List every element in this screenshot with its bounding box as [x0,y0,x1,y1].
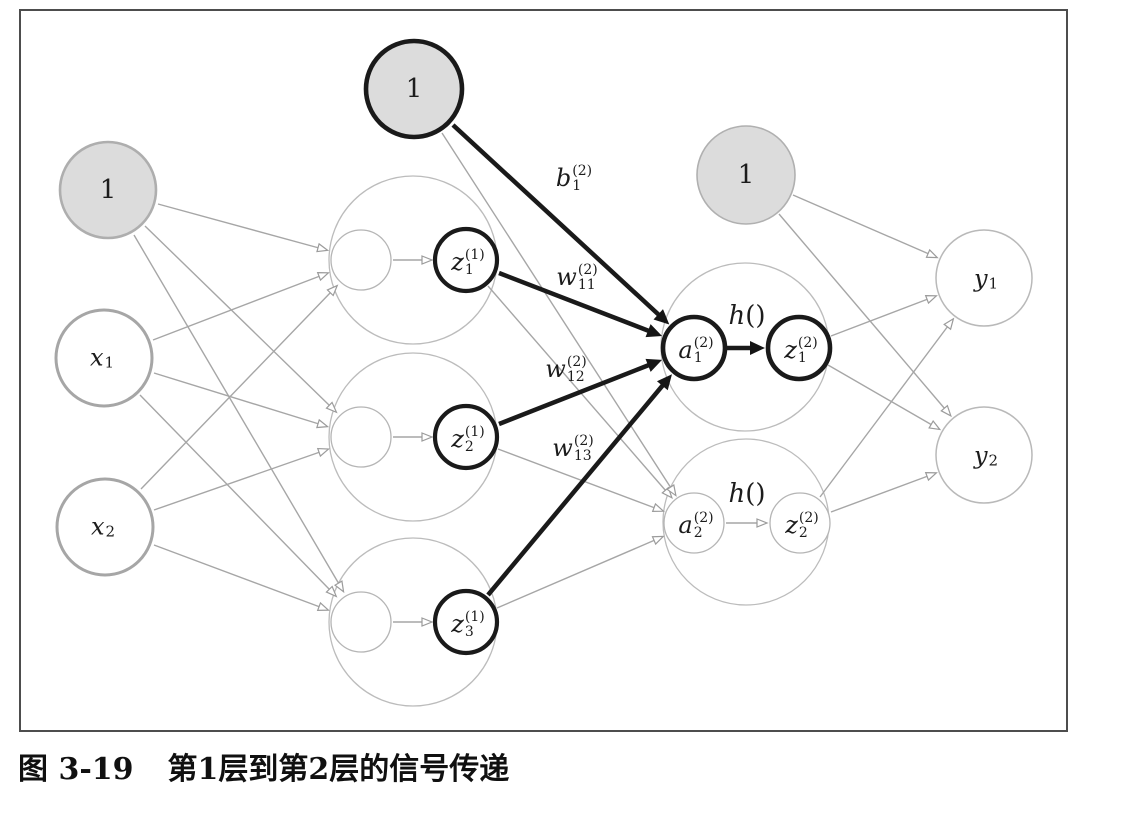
layer3-bias-label: 1 [737,160,755,190]
edge-layer2bias-a2 [441,132,677,497]
edge-inputbias-group2 [144,225,338,414]
z2-l1-label: z (1)2 [451,423,485,455]
input-bias-node [58,140,158,240]
layer2-bias-label: 1 [405,74,423,104]
edge-z3-a1-bold [486,374,672,597]
edge-z2l2-y1 [819,317,955,498]
layer2-bias-node [363,38,465,140]
a2-label: a (2)2 [678,509,714,541]
z3-l1-node [432,588,500,656]
edge-x2-group3 [153,544,330,612]
edge-x2-group2 [153,447,331,511]
edge-x1-group1 [152,272,330,341]
z2-l1-node [432,403,500,471]
bold-edges [451,123,765,597]
edge-z1l2-y2 [827,364,942,431]
edge-inputbias-group3 [133,234,345,594]
edge-z2l2-y2 [830,471,938,513]
y1-node [935,229,1033,327]
layer3-bias-node [696,125,796,225]
edge-z3-a2 [496,535,665,609]
edge-z1l2-y1 [830,295,938,337]
activation-label-h-top: h() [728,301,766,331]
edge-x2-group1 [140,284,339,490]
edge-inputbias-group1 [157,203,330,253]
z2-l2-label: z (2)2 [785,509,819,541]
figure-frame [19,9,1068,732]
edge-layer3bias-y1 [792,194,939,259]
z1-l2-label: z (2)1 [784,334,818,366]
z1-l2-node [765,314,833,382]
group1-inner-node [330,229,392,291]
a2-node [663,492,725,554]
input-bias-label: 1 [99,175,117,205]
z3-l1-label: z (1)3 [451,608,485,640]
y2-node [935,406,1033,504]
figure-caption: 图 3-19 第1层到第2层的信号传递 [18,744,509,788]
edge-x1-group2 [153,372,330,429]
weight-label-w11: w (2)11 [556,261,598,293]
edge-z1-a1-bold [498,270,663,338]
edge-x1-group3 [139,394,338,598]
edge-z2-a1-bold [498,358,663,427]
a1-node [660,314,728,382]
edge-layer2bias-a1-bold [451,123,670,325]
edge-z1-a2 [487,285,673,500]
light-edges [133,132,955,627]
z2-l2-node [769,492,831,554]
edge-z2-a2 [497,448,665,513]
x1-node [54,308,154,408]
group3-inner-node [330,591,392,653]
activation-label-h-bottom: h() [728,479,766,509]
x2-node [55,477,155,577]
group2-inner-node [330,406,392,468]
weight-label-w13: w (2)13 [552,432,594,464]
a1-label: a (2)1 [678,334,714,366]
weight-label-w12: w (2)12 [545,353,587,385]
z1-l1-node [432,226,500,294]
figure-caption-text: 第1层到第2层的信号传递 [167,752,510,787]
z1-l1-label: z (1)1 [451,246,485,278]
figure-caption-number: 图 3-19 [18,752,134,787]
bias-weight-label-b1: b (2)1 [555,162,593,194]
edge-layer3bias-y2 [778,213,952,418]
